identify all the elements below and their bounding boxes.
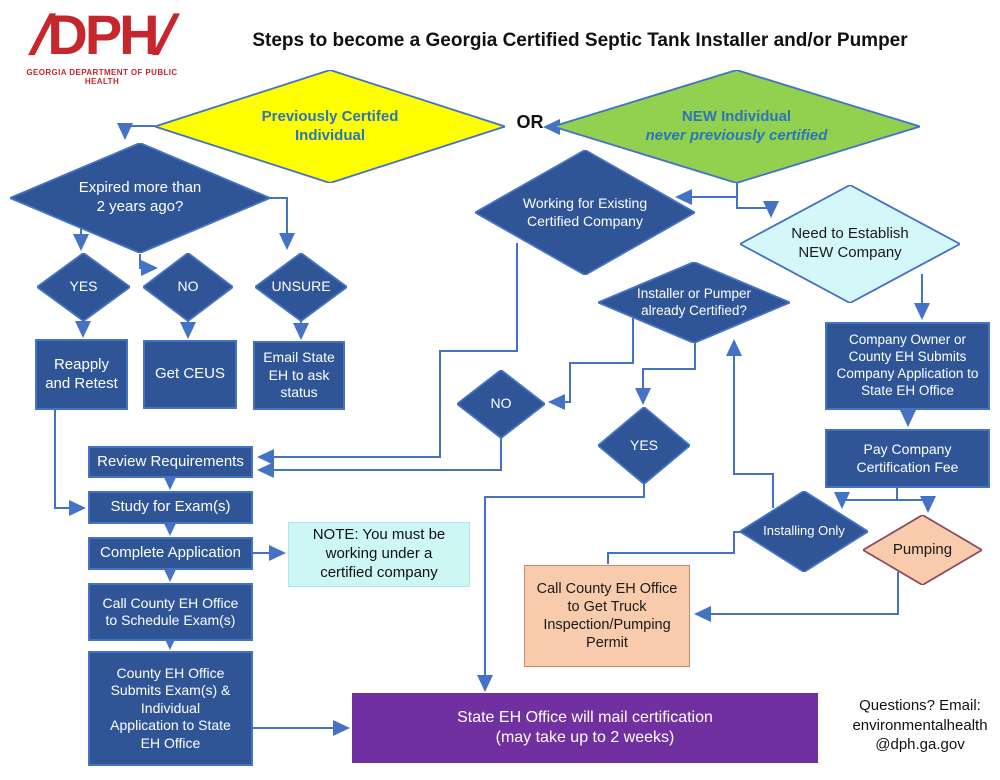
diamond-shape [457, 370, 545, 438]
dph-logo-letters: /DPH/ [12, 3, 192, 66]
logo-acronym: DPH [47, 3, 159, 66]
arrow-expired-to-unsure [270, 197, 295, 250]
diamond-shape [740, 491, 868, 572]
node-label-line2: never previously certified [645, 126, 828, 144]
arrow-payfee-to-pumping [897, 496, 936, 513]
dph-logo: /DPH/ GEORGIA DEPARTMENT OF PUBLIC HEALT… [12, 3, 192, 86]
node-pay-certification-fee: Pay Company Certification Fee [825, 429, 990, 488]
node-study-for-exams: Study for Exam(s) [88, 491, 253, 524]
node-installer-already-certified: Installer or Pumper already Certified? [598, 262, 790, 343]
node-label: Previously Certifed Individual [261, 107, 399, 144]
node-county-submits: County EH Office Submits Exam(s) & Indiv… [88, 651, 253, 766]
node-working-existing-company: Working for Existing Certified Company [475, 150, 695, 275]
node-company-application: Company Owner or County EH Submits Compa… [825, 322, 990, 410]
node-yes-certified: YES [598, 407, 690, 484]
node-get-ceus: Get CEUS [143, 340, 237, 409]
arrow-installer-to-yes [635, 343, 696, 405]
node-reapply-retest: Reapply and Retest [35, 339, 128, 410]
node-label-line1: NEW Individual [681, 107, 792, 125]
node-unsure-expired: UNSURE [255, 253, 347, 321]
arrow-installing-to-installer [726, 339, 774, 508]
diamond-shape [37, 253, 130, 321]
node-expired-question: Expired more than 2 years ago? [10, 143, 270, 253]
diamond-shape [598, 407, 690, 484]
node-label: Working for Existing Certified Company [522, 195, 648, 229]
diamond-shape [143, 253, 233, 321]
diamond-shape [863, 515, 982, 585]
node-no-certified: NO [457, 370, 545, 438]
or-label: OR [516, 112, 544, 132]
node-previously-certified: Previously Certifed Individual [155, 70, 505, 183]
diamond-shape [255, 253, 347, 321]
node-label: NO [177, 278, 199, 295]
node-label: UNSURE [271, 278, 331, 295]
node-label: Installing Only [763, 523, 845, 539]
node-label: NO [490, 395, 512, 412]
node-review-requirements: Review Requirements [88, 446, 253, 478]
node-note-certified-company: NOTE: You must be working under a certif… [288, 522, 470, 587]
diamond-shape [155, 70, 505, 183]
diamond-shape [475, 150, 695, 275]
node-no-expired: NO [143, 253, 233, 321]
arrow-prevcert-to-expired [117, 123, 155, 140]
diamond-shape [10, 143, 270, 253]
node-label: Expired more than 2 years ago? [78, 179, 202, 215]
node-pumping: Pumping [863, 515, 982, 585]
arrow-reapply-to-study [54, 410, 86, 516]
node-label: YES [69, 278, 98, 295]
node-yes-expired: YES [37, 253, 130, 321]
diamond-shape [598, 262, 790, 343]
node-truck-inspection-permit: Call County EH Office to Get Truck Inspe… [524, 565, 690, 667]
node-call-county-schedule: Call County EH Office to Schedule Exam(s… [88, 583, 253, 641]
node-mail-certification: State EH Office will mail certification … [352, 693, 818, 763]
page-title: Steps to become a Georgia Certified Sept… [252, 30, 908, 51]
node-label: YES [629, 436, 658, 453]
node-need-new-company: Need to Establish NEW Company [740, 185, 960, 303]
node-email-state-eh: Email State EH to ask status [253, 341, 345, 410]
node-label: Pumping [892, 540, 953, 558]
logo-caption: GEORGIA DEPARTMENT OF PUBLIC HEALTH [26, 68, 178, 86]
diamond-shape [740, 185, 960, 303]
line-installing-to-truck [607, 531, 740, 564]
diamond-shape [553, 70, 920, 183]
node-label: Installer or Pumper already Certified? [636, 285, 752, 318]
questions-email-text: Questions? Email: environmentalhealth @d… [852, 697, 988, 753]
node-installing-only: Installing Only [740, 491, 868, 572]
node-complete-application: Complete Application [88, 537, 253, 570]
arrow-no-to-review [257, 438, 502, 478]
node-label: Need to Establish NEW Company [791, 225, 909, 261]
